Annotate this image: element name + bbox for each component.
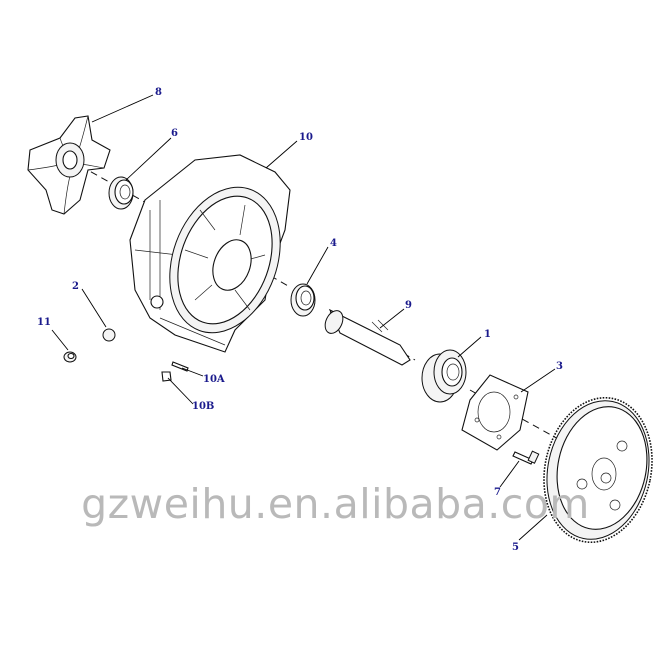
- callout-1: 1: [484, 329, 491, 340]
- part-4-seal: [290, 283, 316, 317]
- callout-2: 2: [72, 281, 79, 292]
- callout-4: 4: [330, 238, 337, 249]
- part-8-impeller: [27, 115, 111, 215]
- assembly-axis: [69, 159, 561, 441]
- callout-9: 9: [405, 300, 412, 311]
- callout-6: 6: [171, 128, 178, 139]
- part-7-bolt: [512, 450, 540, 465]
- leader-lines: [51, 94, 556, 541]
- part-1-bearing: [421, 349, 467, 403]
- part-11-washer: [63, 351, 77, 363]
- watermark-text: gzweihu.en.alibaba.com: [81, 480, 590, 528]
- part-3-gasket: [461, 374, 529, 451]
- callout-3: 3: [556, 361, 563, 372]
- part-2-plug: [102, 328, 116, 342]
- callout-10b: 10B: [192, 401, 214, 412]
- callout-7: 7: [494, 487, 501, 498]
- part-5-gear: [543, 396, 653, 544]
- part-10-housing: [129, 154, 291, 353]
- part-10a-10b-pins: [161, 361, 189, 382]
- callout-8: 8: [155, 87, 162, 98]
- callout-11: 11: [37, 317, 51, 328]
- callout-10: 10: [299, 132, 313, 143]
- part-9-shaft: [324, 308, 411, 366]
- callout-10a: 10A: [203, 374, 225, 385]
- part-6-seal: [108, 176, 134, 210]
- callout-5: 5: [512, 542, 519, 553]
